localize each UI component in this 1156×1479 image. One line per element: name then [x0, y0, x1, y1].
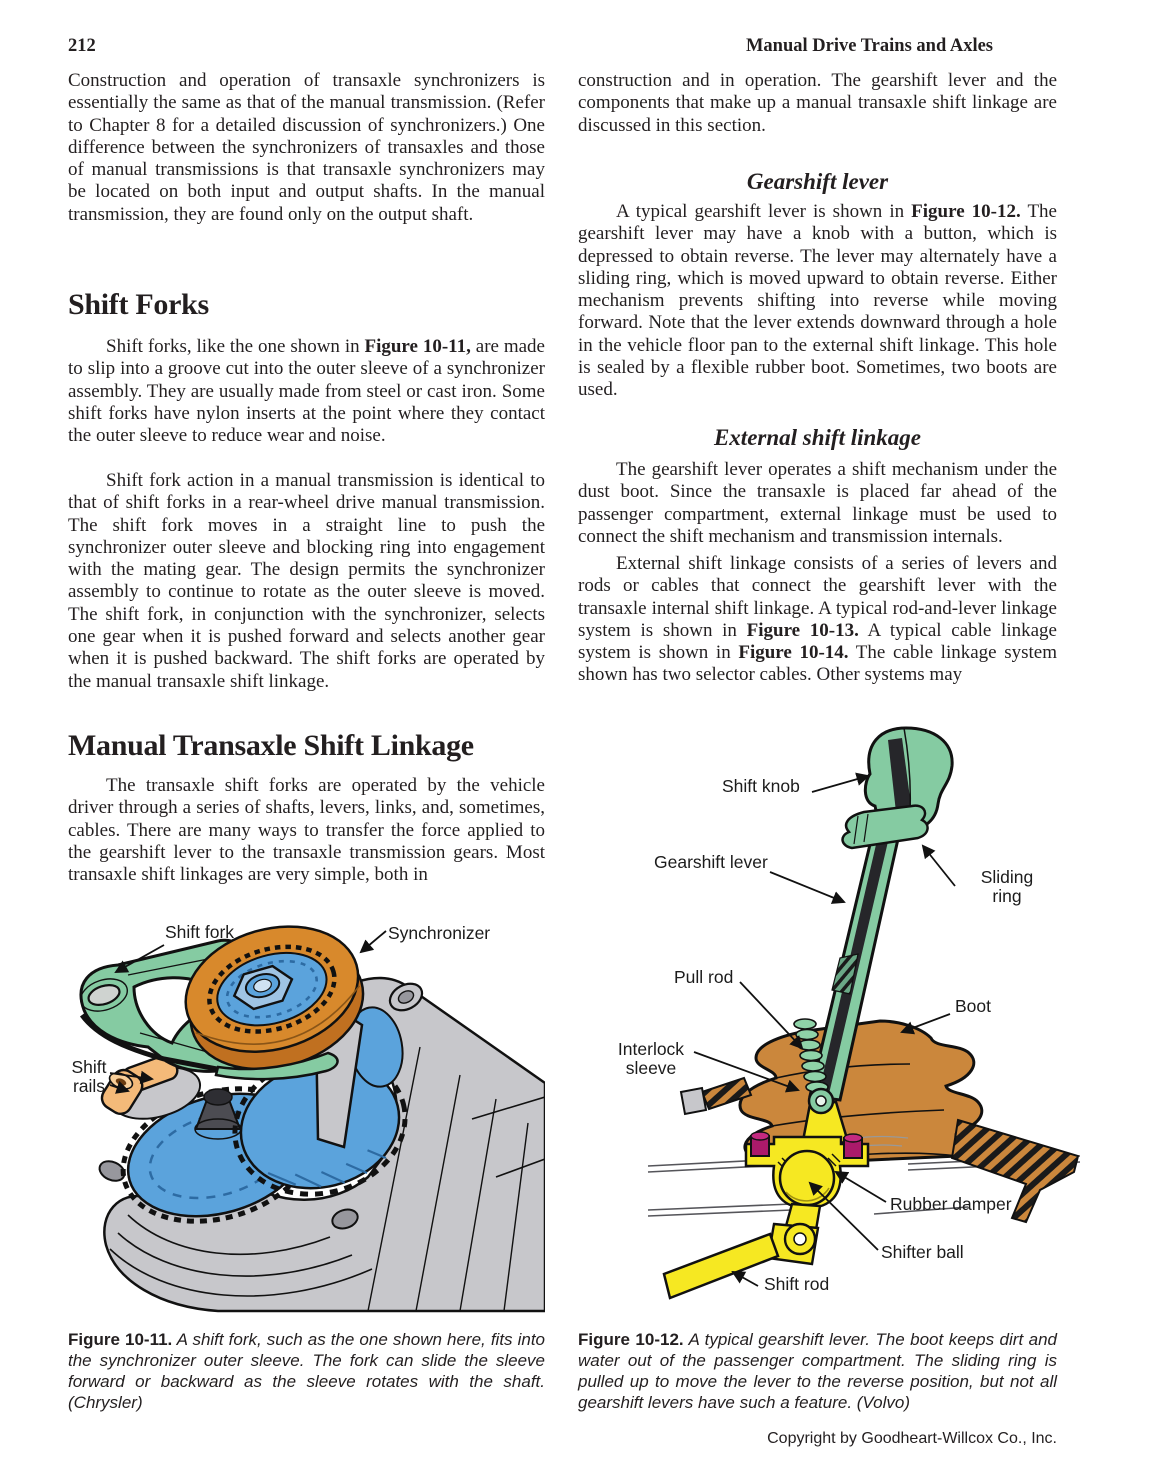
section-heading-shift-forks: Shift Forks	[68, 288, 209, 321]
sliding-ring-art	[841, 804, 929, 850]
paragraph-linkage-continued: construction and in operation. The gears…	[578, 70, 1057, 136]
gearshift-lever-shaft-art	[793, 726, 954, 1115]
running-title: Manual Drive Trains and Axles	[745, 36, 993, 56]
shift-fork-tip-art	[214, 1051, 339, 1081]
boot-art	[679, 1019, 1080, 1224]
shift-rod-art	[662, 1232, 780, 1300]
figure-10-12-illustration: Shift knob Gearshift lever Sliding ring …	[578, 718, 1108, 1315]
figure-10-11-caption: Figure 10-11. A shift fork, such as the …	[68, 1329, 545, 1413]
shifter-ball-art	[778, 1149, 836, 1207]
copyright-line: Copyright by Goodheart-Willcox Co., Inc.	[767, 1430, 1057, 1447]
boot-flange-left-art	[700, 1076, 753, 1111]
figure-10-11-caption-text: A shift fork, such as the one shown here…	[68, 1330, 545, 1412]
label-shift-rod: Shift rod	[764, 1274, 830, 1294]
figure-10-11-arrows	[109, 930, 387, 1094]
paragraph-linkage-intro: The transaxle shift forks are operated b…	[68, 775, 545, 886]
paragraph-synchronizer-intro: Construction and operation of transaxle …	[68, 70, 545, 225]
figure-10-11-caption-lead: Figure 10-11.	[68, 1330, 173, 1349]
figure-10-12-caption: Figure 10-12. A typical gearshift lever.…	[578, 1329, 1057, 1413]
label-gearshift-lever: Gearshift lever	[654, 852, 768, 872]
paragraph-shift-forks-1: Shift forks, like the one shown in Figur…	[68, 336, 545, 447]
label-shift-knob: Shift knob	[722, 776, 800, 796]
label-synchronizer: Synchronizer	[388, 923, 491, 943]
label-interlock-sleeve: Interlock sleeve	[617, 1039, 685, 1078]
paragraph-external-linkage-1: The gearshift lever operates a shift mec…	[578, 459, 1057, 547]
label-shift-rails: Shift rails	[71, 1057, 107, 1096]
figure-10-12-caption-lead: Figure 10-12.	[578, 1330, 684, 1349]
shifter-assembly-art	[662, 1100, 870, 1300]
leader-lines	[471, 1096, 545, 1178]
transaxle-housing-art	[98, 976, 545, 1313]
paragraph-gearshift-lever: A typical gearshift lever is shown in Fi…	[578, 201, 1057, 401]
page-number: 212	[68, 36, 96, 56]
section-heading-manual-transaxle-shift-linkage: Manual Transaxle Shift Linkage	[68, 729, 474, 762]
gearshift-lever-art	[647, 726, 1081, 1300]
paragraph-shift-forks-2: Shift fork action in a manual transmissi…	[68, 470, 545, 692]
paragraph-external-linkage-2: External shift linkage consists of a ser…	[578, 553, 1057, 686]
shift-knob-art	[863, 726, 954, 832]
figure-10-12-caption-text: A typical gearshift lever. The boot keep…	[578, 1330, 1057, 1412]
transaxle-cutaway-art	[79, 925, 545, 1313]
label-pull-rod: Pull rod	[674, 967, 734, 987]
label-rubber-damper: Rubber damper	[890, 1194, 1012, 1214]
label-boot: Boot	[955, 996, 991, 1016]
label-sliding-ring: Sliding ring	[980, 867, 1034, 906]
figure-10-11-illustration: Shift fork Synchronizer Shift rails	[68, 915, 545, 1315]
figure-10-12-arrows	[693, 772, 956, 1287]
synchronizer-ring-art	[184, 925, 365, 1071]
subheading-external-shift-linkage: External shift linkage	[713, 425, 922, 450]
subheading-gearshift-lever: Gearshift lever	[746, 169, 889, 194]
label-shift-fork: Shift fork	[165, 922, 235, 942]
label-shifter-ball: Shifter ball	[881, 1242, 964, 1262]
boot-flange-right-art	[950, 1118, 1080, 1224]
